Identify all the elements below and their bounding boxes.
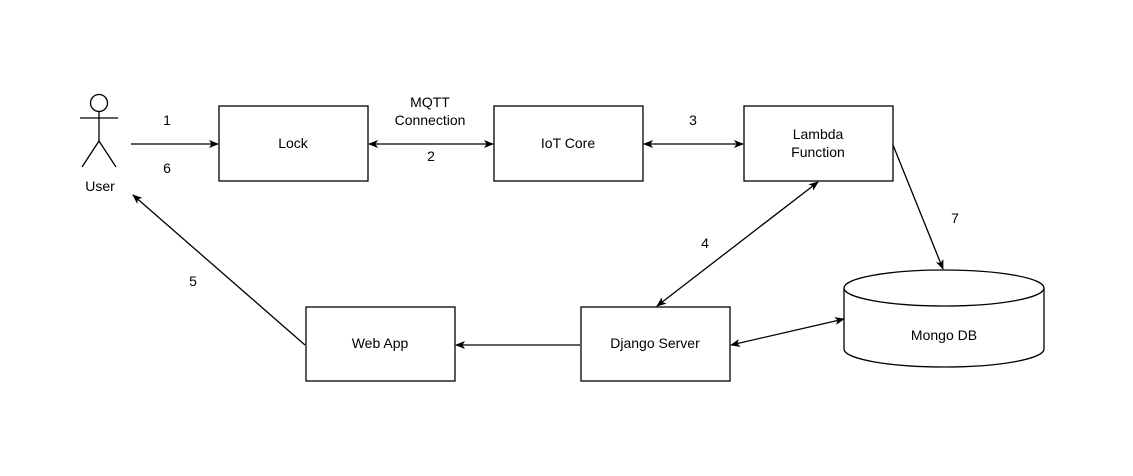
iot-core-box xyxy=(493,105,644,182)
mongo-cylinder-top xyxy=(843,269,1045,307)
iot-core-label: IoT Core xyxy=(541,135,595,151)
lambda-box xyxy=(743,105,894,182)
actor-right-leg xyxy=(98,140,117,168)
edge-label-1: 1 xyxy=(163,112,171,128)
node-iot-core[interactable]: IoT Core xyxy=(493,105,644,182)
user-actor: User xyxy=(80,93,118,194)
lambda-label-line2: Function xyxy=(791,144,845,160)
edge-label-5: 5 xyxy=(189,273,197,289)
edge-label-6: 6 xyxy=(163,160,171,176)
lambda-label-line1: Lambda xyxy=(793,126,844,142)
edge-label-2: 2 xyxy=(427,148,435,164)
edge-label-3: 3 xyxy=(689,112,697,128)
django-box xyxy=(580,306,731,382)
mongo-cylinder-body xyxy=(843,288,1045,368)
actor-head xyxy=(89,93,109,113)
lock-label: Lock xyxy=(278,135,309,151)
lock-box xyxy=(218,105,369,182)
web-app-label: Web App xyxy=(352,335,409,351)
edge-label-7: 7 xyxy=(951,210,959,226)
edge-label-4: 4 xyxy=(701,235,709,251)
edge-lambda-django xyxy=(656,181,819,307)
django-label: Django Server xyxy=(610,335,700,351)
node-web-app[interactable]: Web App xyxy=(305,306,456,382)
edge-lambda-to-mongo xyxy=(892,144,944,270)
web-app-box xyxy=(305,306,456,382)
edge-web-app-to-user xyxy=(132,194,306,346)
node-mongo-db[interactable]: Mongo DB xyxy=(843,269,1045,368)
node-django-server[interactable]: Django Server xyxy=(580,306,731,382)
edge-django-mongo xyxy=(730,317,845,347)
edge-label-mqtt-line1: MQTT xyxy=(410,94,450,110)
node-lock[interactable]: Lock xyxy=(218,105,369,182)
mongo-label: Mongo DB xyxy=(911,327,977,343)
edge-label-mqtt-line2: Connection xyxy=(395,112,466,128)
actor-label: User xyxy=(85,178,115,194)
actor-left-leg xyxy=(81,140,100,168)
node-lambda-function[interactable]: Lambda Function xyxy=(743,105,894,182)
